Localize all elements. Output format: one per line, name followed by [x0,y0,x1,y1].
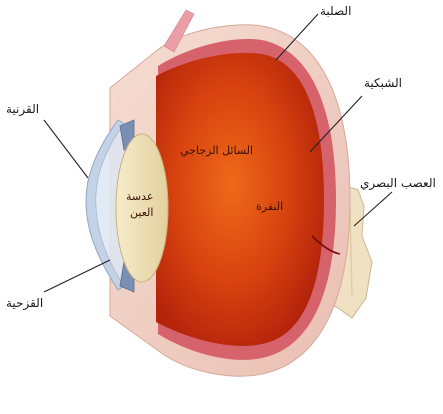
label-vitreous: السائل الزجاجي [180,144,253,157]
label-iris: القزحية [6,296,43,310]
label-cornea: القرنية [6,102,39,116]
label-lens-line2: العين [130,206,153,219]
label-optic-nerve: العصب البصري [360,176,436,190]
vitreous-body [156,53,324,346]
label-lens-line1: عدسة [126,190,153,203]
leader-cornea [44,120,88,178]
label-sclera: الصلبة [320,4,351,18]
label-retina: الشبكية [364,76,402,90]
label-fovea: النقرة [256,200,283,213]
leader-iris [44,260,110,292]
